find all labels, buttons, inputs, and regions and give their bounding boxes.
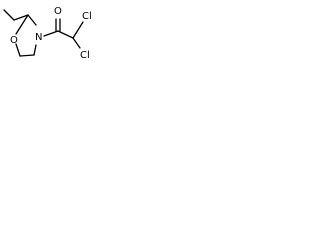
atom-label-oxygen-ring: O [10,35,18,46]
bond-ethyl-ch3 [3,9,15,21]
bond-c5-c4 [19,54,35,57]
atom-label-oxygen-carbonyl: O [54,6,62,17]
bond-c2-n3 [27,14,37,26]
bond-ethyl-ch2 [13,14,29,21]
bond-n3-carbonyl [43,30,59,37]
atom-label-chlorine-upper: Cl [82,11,92,22]
bond-c-cl-upper [72,21,84,39]
atom-label-nitrogen: N [35,32,42,43]
molecule-canvas: O N O Cl Cl [0,0,105,67]
bond-c4-n3 [33,44,37,56]
bond-c2-o1 [15,14,29,35]
bond-o1-c5 [15,43,21,57]
bond-c-cl-lower [72,37,81,49]
structure-drawing: O N O Cl Cl [3,6,92,61]
atom-label-chlorine-lower: Cl [80,50,90,61]
bond-carbonyl-chcl2 [57,30,74,39]
